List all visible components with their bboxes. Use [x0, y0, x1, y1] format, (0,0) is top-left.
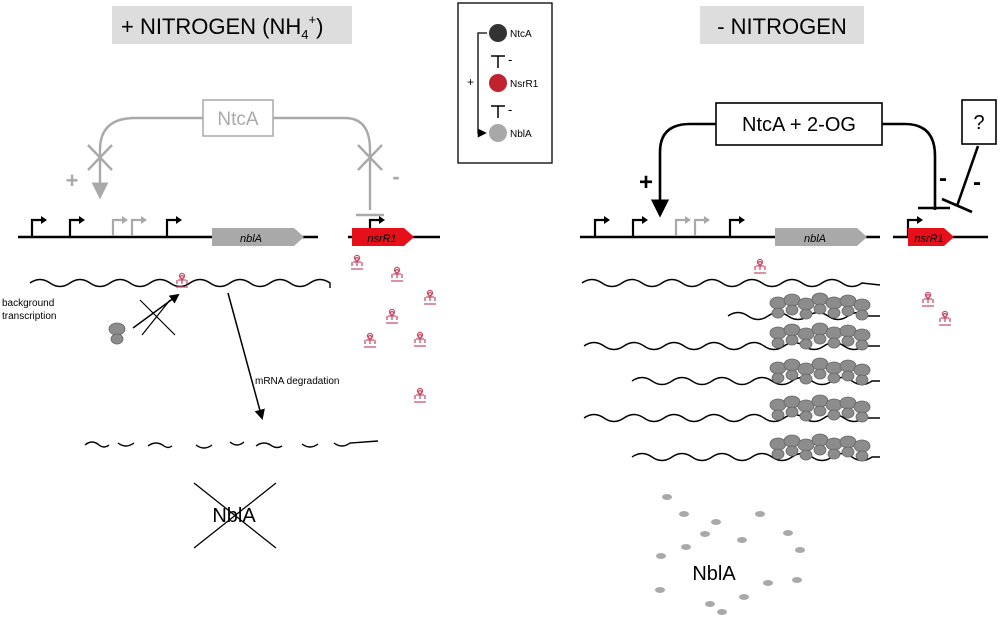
- srna-icon: [921, 291, 935, 307]
- legend-plus: +: [467, 75, 474, 89]
- cross-activation: [87, 144, 113, 171]
- ntca-box: [202, 99, 274, 137]
- srna-icon: [753, 258, 767, 274]
- gene-nbla-arrow: [212, 228, 304, 246]
- left-minus-sign: -: [392, 164, 399, 189]
- translation-arrow: [132, 293, 180, 329]
- blocked-cross: [139, 299, 176, 336]
- srna-icon: [385, 308, 399, 324]
- promoter-icon: [30, 214, 49, 238]
- right-title: - NITROGEN: [717, 14, 847, 39]
- note-degradation: mRNA degradation: [255, 376, 340, 387]
- ribosome-cluster: [770, 293, 870, 320]
- srna-icon: [350, 254, 364, 270]
- legend-activation-arrow: [477, 32, 487, 138]
- legend-ntca-dot: [489, 24, 507, 42]
- left-plus-sign: +: [66, 168, 79, 193]
- cross-repression: [357, 144, 383, 171]
- legend-minus-1: -: [508, 52, 512, 67]
- gene-nbla-label: nblA: [240, 233, 262, 245]
- gene-nsrr1-label: nsrR1: [367, 233, 396, 245]
- unknown-regulator-box: [961, 99, 997, 145]
- left-panel: + NITROGEN (NH4+) NtcA + - nblA nsrR1 ba…: [2, 6, 440, 549]
- srna-icon: [363, 332, 377, 348]
- srna-icon: [413, 387, 427, 403]
- promoter-icon: [674, 214, 693, 238]
- promoter-icon: [68, 214, 87, 238]
- ntca-2og-box: [715, 102, 883, 146]
- srna-icon: [423, 289, 437, 305]
- promoter-icon: [693, 214, 712, 238]
- left-title-bg: [112, 6, 352, 44]
- nbla-product: NblA: [692, 563, 736, 585]
- gene-nsrr1-arrow: [352, 228, 414, 246]
- promoter-icon: [111, 214, 130, 238]
- ntca-box-label: NtcA: [217, 109, 259, 130]
- nbla-protein-dots: [655, 494, 805, 615]
- right-plus-sign: +: [639, 169, 653, 196]
- ribosome-icon: [108, 322, 126, 345]
- nbla-cross-icon: [193, 482, 277, 549]
- gene-nbla-label: nblA: [804, 233, 826, 245]
- legend-ntca-label: NtcA: [510, 29, 532, 40]
- degradation-arrow: [227, 292, 265, 421]
- legend-nbla-label: NblA: [510, 129, 532, 140]
- gene-nbla-arrow: [775, 228, 867, 246]
- left-title: + NITROGEN (NH4+): [121, 12, 323, 42]
- legend: NtcA - NsrR1 - NblA +: [457, 2, 553, 164]
- ntca-2og-label: NtcA + 2-OG: [742, 114, 856, 136]
- ribosome-cluster: [770, 434, 870, 461]
- srna-icon: [413, 331, 427, 347]
- promoter-icon: [631, 214, 650, 238]
- right-panel: - NITROGEN NtcA + 2-OG + - ? - nblA nsrR…: [580, 6, 997, 615]
- legend-minus-2: -: [508, 102, 512, 117]
- note-background: background: [2, 298, 54, 309]
- ribosome-cluster: [770, 358, 870, 385]
- legend-nsrr1-label: NsrR1: [510, 79, 539, 90]
- right-title-bg: [700, 6, 864, 44]
- promoter-icon: [728, 214, 747, 238]
- legend-nbla-dot: [489, 124, 507, 142]
- note-transcription: transcription: [2, 311, 56, 322]
- unknown-regulator-label: ?: [973, 112, 984, 134]
- right-minus-sign-1: -: [939, 165, 947, 192]
- promoter-icon: [593, 214, 612, 238]
- promoter-icon: [165, 214, 184, 238]
- promoter-icon: [130, 214, 149, 238]
- repression-bar: [941, 197, 973, 214]
- legend-nsrr1-dot: [489, 74, 507, 92]
- srna-icon: [938, 310, 952, 326]
- mrna-fragments: [84, 440, 379, 449]
- srna-icon: [390, 266, 404, 282]
- gene-nsrr1-label: nsrR1: [914, 233, 943, 245]
- right-minus-sign-2: -: [973, 169, 981, 196]
- gene-nsrr1-arrow: [908, 228, 954, 246]
